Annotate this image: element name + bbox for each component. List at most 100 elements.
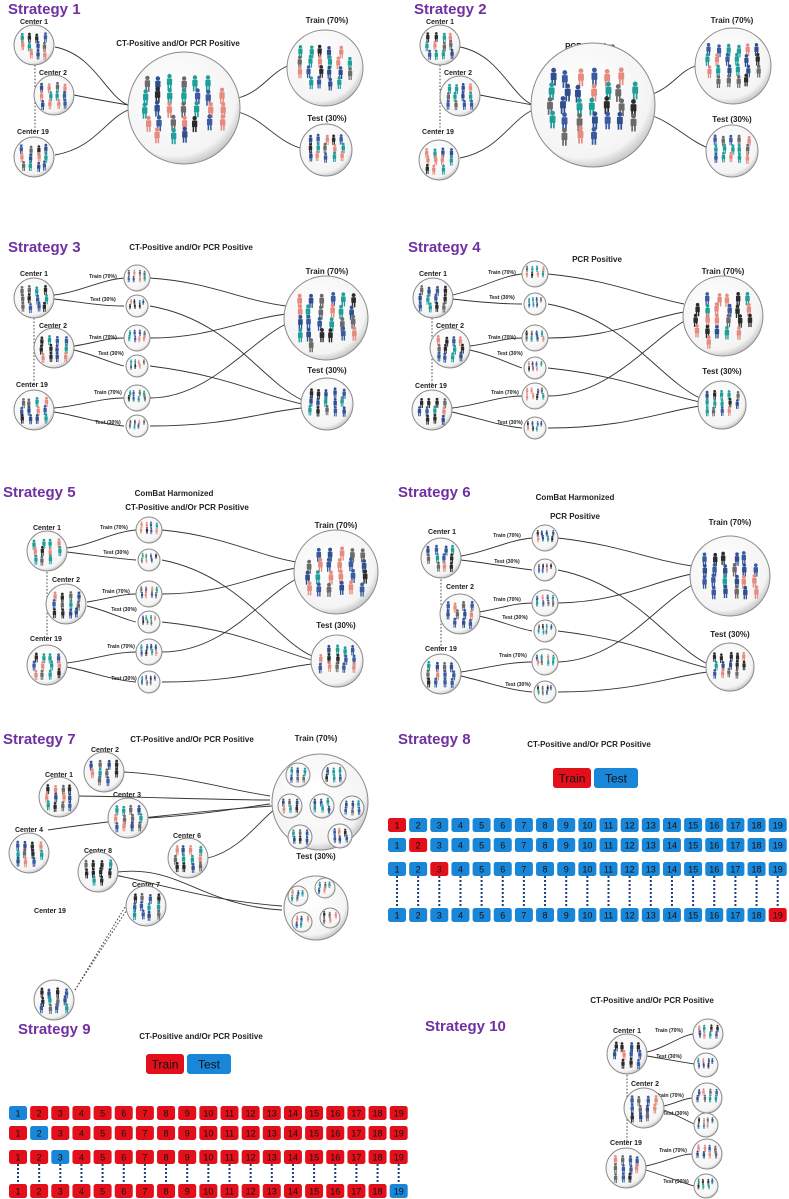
strategy-4-center-2-bubble	[429, 327, 471, 369]
grid-cell	[114, 1184, 133, 1198]
grid-cell	[768, 818, 787, 832]
person-icon	[531, 265, 534, 273]
person-icon	[39, 91, 44, 102]
person-icon	[702, 1151, 706, 1159]
person-icon	[425, 163, 429, 175]
person-icon	[154, 127, 160, 144]
person-icon	[298, 45, 303, 58]
person-icon	[140, 586, 143, 593]
person-icon	[40, 545, 45, 556]
strategy-7-center-6-label: Center 6	[173, 833, 201, 840]
person-icon	[151, 586, 154, 593]
grid-cell-label: 17	[351, 1129, 361, 1139]
person-icon	[182, 126, 188, 143]
grid-cell	[30, 1106, 49, 1120]
person-icon	[133, 303, 136, 309]
grid-cell	[72, 1106, 91, 1120]
person-icon	[536, 421, 539, 427]
grid-cell	[451, 862, 470, 876]
person-icon	[39, 82, 44, 93]
grid-cell-label: 18	[373, 1153, 383, 1163]
person-icon	[134, 335, 137, 343]
person-icon	[468, 83, 473, 94]
grid-cell-label: 14	[667, 841, 677, 851]
person-icon	[114, 767, 119, 778]
grid-cell-label: 19	[394, 1153, 404, 1163]
person-icon	[698, 1062, 701, 1069]
grid-cell-label: 12	[246, 1109, 256, 1119]
person-icon	[732, 563, 737, 577]
grid-cell-label: 11	[604, 821, 613, 831]
strategy-8-panel: Strategy 8 CT-Positive and/Or PCR Positi…	[388, 731, 787, 922]
person-icon	[714, 325, 720, 339]
person-icon	[133, 424, 136, 430]
person-icon	[325, 404, 329, 416]
person-icon	[734, 552, 740, 566]
person-icon	[435, 553, 440, 564]
person-icon	[711, 1117, 714, 1124]
person-icon	[453, 91, 457, 102]
grid-cell	[726, 908, 745, 922]
grid-cell-label: 18	[752, 911, 762, 921]
strategy-10-c1-test-label: Test (30%)	[656, 1054, 682, 1060]
grid-cell	[241, 1126, 260, 1140]
grid-cell	[726, 862, 745, 876]
person-icon	[147, 902, 151, 913]
person-icon	[149, 679, 152, 686]
grid-cell	[472, 838, 491, 852]
person-icon	[20, 152, 24, 163]
grid-cell-label: 9	[185, 1187, 190, 1197]
person-icon	[182, 862, 186, 873]
person-icon	[622, 1049, 626, 1060]
person-icon	[61, 801, 65, 812]
person-icon	[62, 792, 66, 803]
person-icon	[540, 387, 543, 394]
strategy-2-panel: Strategy 2 PCR Positive Center 1 Center …	[414, 1, 772, 181]
person-icon	[694, 324, 700, 338]
person-icon	[293, 835, 296, 844]
person-icon	[42, 653, 46, 664]
strategy-5-test-bubble	[310, 634, 364, 688]
person-icon	[298, 315, 303, 330]
person-icon	[536, 335, 539, 342]
strategy-7-test-mini-1	[287, 885, 309, 907]
strategy-9-legend-test-swatch	[187, 1054, 231, 1074]
grid-cell-label: 3	[58, 1129, 63, 1139]
person-icon	[736, 390, 740, 401]
person-icon	[717, 293, 722, 307]
person-icon	[713, 389, 717, 400]
person-icon	[171, 128, 177, 145]
person-icon	[418, 293, 422, 304]
strategy-6-c1-train-label: Train (70%)	[493, 533, 521, 539]
grid-cell-label: 13	[267, 1153, 277, 1163]
person-icon	[27, 405, 31, 416]
person-icon	[129, 804, 133, 815]
grid-cell	[389, 1126, 408, 1140]
person-icon	[63, 98, 67, 109]
person-icon	[34, 670, 38, 681]
grid-cell	[620, 838, 639, 852]
person-icon	[720, 406, 724, 416]
person-icon	[132, 275, 135, 283]
strategy-5-c19-test-label: Test (30%)	[111, 676, 137, 682]
person-icon	[442, 553, 446, 564]
person-icon	[21, 301, 25, 312]
grid-cell-label: 4	[458, 911, 463, 921]
grid-cell-label: 8	[543, 911, 548, 921]
person-icon	[707, 1183, 710, 1190]
person-icon	[40, 669, 44, 680]
strategy-5-c19-test-bubble	[137, 670, 161, 694]
person-icon	[138, 303, 141, 309]
grid-cell	[451, 908, 470, 922]
person-icon	[141, 909, 145, 920]
person-icon	[41, 661, 45, 672]
strategy-10-c2-test-bubble	[693, 1112, 719, 1138]
grid-cell	[599, 862, 618, 876]
strategy-1-header: CT-Positive and/Or PCR Positive	[116, 39, 240, 48]
person-icon	[537, 659, 540, 666]
person-icon	[331, 134, 336, 145]
grid-cell-label: 12	[625, 821, 635, 831]
person-icon	[532, 296, 534, 303]
grid-cell-label: 2	[416, 911, 421, 921]
person-icon	[536, 393, 539, 401]
